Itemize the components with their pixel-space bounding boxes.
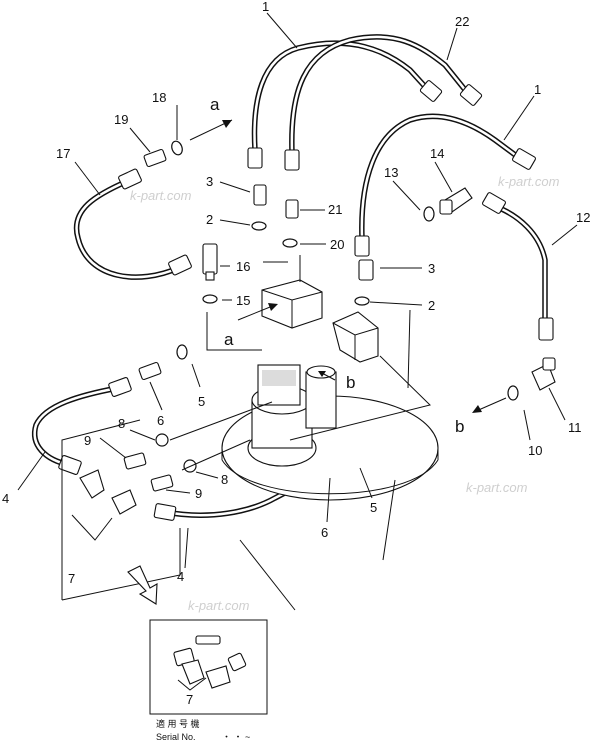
callout-number: 7 — [186, 692, 193, 707]
callout-number: 8 — [118, 416, 125, 431]
callout-number: 3 — [206, 174, 213, 189]
callout-number: 9 — [84, 433, 91, 448]
callout-number: 1 — [262, 0, 269, 14]
watermarks: k-part.com k-part.com k-part.com k-part.… — [130, 174, 560, 613]
callout-number: 5 — [198, 394, 205, 409]
callout-number: 7 — [68, 571, 75, 586]
callout-number: 12 — [576, 210, 590, 225]
flow-marker-b-valve: b — [346, 373, 355, 392]
callout-number: 20 — [330, 237, 344, 252]
flow-arrows — [127, 119, 507, 605]
callout-number: 6 — [321, 525, 328, 540]
inset-box — [149, 619, 268, 715]
hose-4-left — [32, 385, 121, 468]
callout-number: 3 — [428, 261, 435, 276]
callout-number: 5 — [370, 500, 377, 515]
serial-value: ・ ・ ~ — [222, 732, 250, 742]
leader-lines — [17, 12, 578, 691]
hose-1-top — [251, 40, 433, 153]
callout-number: 21 — [328, 202, 342, 217]
watermark-text: k-part.com — [466, 480, 528, 495]
watermark-text: k-part.com — [130, 188, 192, 203]
inset-pointer-arrow — [127, 565, 158, 605]
callout-number: 13 — [384, 165, 398, 180]
callout-number: 6 — [157, 413, 164, 428]
hose-12 — [489, 202, 548, 325]
callout-number: 15 — [236, 293, 250, 308]
inset-frame — [149, 619, 268, 715]
callout-number: 2 — [206, 212, 213, 227]
flow-marker-a-block: a — [224, 330, 234, 349]
swivel-assembly — [221, 279, 439, 611]
watermark-text: k-part.com — [498, 174, 560, 189]
callout-number: 2 — [428, 298, 435, 313]
callout-number: 16 — [236, 259, 250, 274]
callout-number: 22 — [455, 14, 469, 29]
serial-caption-jp: 適 用 号 機 — [156, 718, 200, 729]
callout-number: 18 — [152, 90, 166, 105]
arrow-a-block — [237, 304, 276, 321]
flow-marker-b-right: b — [455, 417, 464, 436]
flow-marker-a-top: a — [210, 95, 220, 114]
callout-number: 10 — [528, 443, 542, 458]
callout-number: 19 — [114, 112, 128, 127]
callout-number: 14 — [430, 146, 444, 161]
callout-number: 9 — [195, 486, 202, 501]
callout-number: 4 — [2, 491, 9, 506]
serial-label: Serial No. — [156, 732, 196, 742]
callout-number: 11 — [568, 420, 582, 435]
hose-group — [32, 34, 548, 518]
callout-number: 4 — [177, 569, 184, 584]
callout-number: 8 — [221, 472, 228, 487]
callout-labels: 1 22 1 18 19 17 3 2 21 20 13 14 12 16 3 … — [2, 0, 590, 707]
watermark-text: k-part.com — [188, 598, 250, 613]
callout-number: 17 — [56, 146, 70, 161]
callout-number: 1 — [534, 82, 541, 97]
